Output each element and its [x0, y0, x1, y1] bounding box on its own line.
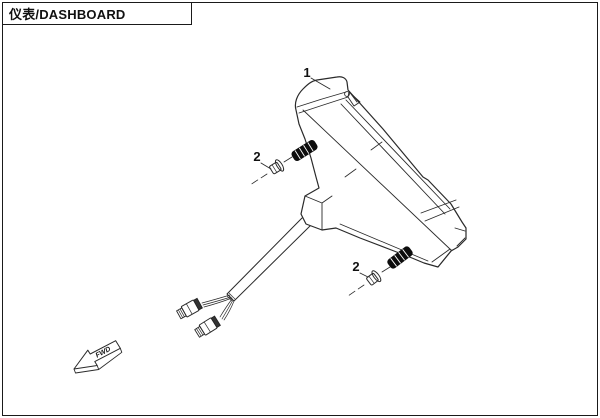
wire-ribbon-upper	[201, 294, 233, 308]
end-bracket	[431, 227, 466, 268]
stem-block	[304, 195, 333, 231]
fwd-arrow: FWD	[73, 340, 123, 374]
top-strip-line-2	[340, 103, 446, 215]
callout-1-leader	[310, 77, 331, 90]
axis-tail-upper	[249, 173, 268, 186]
wiring-harness	[176, 217, 311, 338]
mounting-stud-upper	[291, 140, 318, 161]
cap-fastener-dot	[344, 91, 350, 97]
mid-crease	[302, 109, 452, 251]
axis-dash-upper	[283, 156, 293, 163]
cap-crease-1	[296, 91, 347, 108]
fwd-arrow-side-face	[73, 347, 123, 374]
cap-crease-2	[298, 96, 349, 114]
callout-2-upper-leader	[260, 162, 272, 170]
axis-tail-lower	[347, 284, 365, 297]
bottom-strip-line	[339, 223, 429, 262]
end-crease-2	[424, 206, 460, 222]
cap-tab	[347, 91, 361, 107]
callout-2-lower-label: 2	[352, 259, 359, 274]
page-title: 仪表/DASHBOARD	[9, 7, 126, 22]
end-crease-1	[420, 199, 457, 214]
transverse-crease-2	[344, 168, 357, 178]
dashboard-outline	[294, 76, 467, 268]
flange-nut-upper	[269, 159, 285, 175]
wire-ribbon-lower	[219, 298, 235, 321]
callout-2-upper-label: 2	[253, 149, 260, 164]
fwd-arrow-top-face	[73, 340, 121, 370]
wire-connector-upper	[176, 297, 203, 320]
axis-dash-lower	[381, 266, 391, 273]
callout-2-lower: 2	[352, 259, 369, 278]
callout-1-label: 1	[303, 65, 310, 80]
title-block: 仪表/DASHBOARD	[2, 2, 192, 25]
callout-2-lower-leader	[359, 272, 369, 278]
callout-2-upper: 2	[253, 149, 272, 170]
dashboard-body	[294, 76, 467, 268]
callout-1: 1	[303, 65, 331, 90]
mounting-stud-lower	[387, 246, 413, 269]
flange-nut-lower	[366, 270, 382, 286]
transverse-crease-1	[370, 141, 383, 151]
wire-connector-lower	[194, 315, 221, 338]
top-strip-line-1	[345, 99, 451, 210]
harness-stalk	[226, 217, 311, 302]
